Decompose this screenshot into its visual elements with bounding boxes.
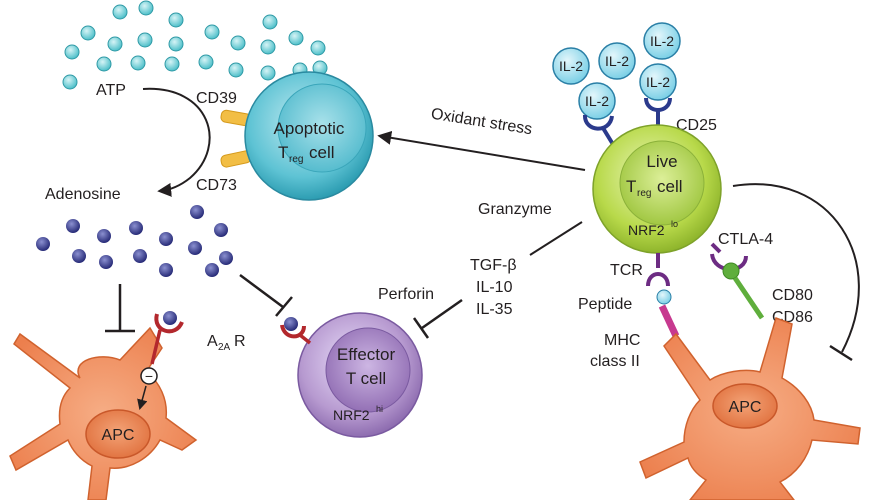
treg-to-apc-inhibit-curve [732,183,860,353]
adenosine-bound-left [163,311,177,325]
effector-line1: Effector [337,345,396,364]
inhibit-circle-icon [140,367,158,385]
live-treg-nrf2: NRF2 [628,222,665,238]
ctla4-label: CTLA-4 [718,231,773,248]
ctla4-stem [710,242,722,254]
apoptotic-treg-sub: reg [289,154,303,165]
il35-label: IL-35 [476,301,513,318]
live-treg-nrf2-sup: lo [671,219,678,229]
a2ar-stem-left [150,329,162,365]
apoptotic-treg-cell: Apoptotic T reg cell [244,71,374,201]
apoptotic-treg-cell-word: cell [309,143,335,162]
oxidant-stress-arrow [377,130,586,171]
adenosine-bound-effector [284,317,298,331]
inhibit-symbol: − [145,368,153,384]
il2-5: IL-2 [646,74,670,90]
il2-1: IL-2 [559,58,583,74]
effector-t-cell: Effector T cell NRF2 hi [297,312,423,438]
il2-4: IL-2 [585,93,609,109]
cd25-label: CD25 [676,117,717,134]
cd80-stem [732,276,765,320]
inhibit-bar-adenosine-effector [275,296,293,317]
peptide-label: Peptide [578,296,632,313]
a2ar-label-r: R [234,333,246,350]
live-treg-line1: Live [646,152,677,171]
apoptotic-treg-line1: Apoptotic [274,119,345,138]
live-treg-cell-word: cell [657,177,683,196]
effector-line2: T cell [346,369,386,388]
apoptotic-treg-t: T [278,143,288,162]
peptide-icon [656,289,672,305]
cd80-ligand-head [722,262,740,280]
apc-left-label: APC [102,427,135,444]
inhibit-line-cytokines-effector [421,298,463,330]
live-treg-cell: Live T reg cell NRF2 lo [592,124,722,254]
cd80-label: CD80 [772,287,813,304]
inhibit-bar-cytokines-effector [412,317,430,339]
a2ar-label-sub: 2A [218,342,231,353]
inhibit-line-adenosine-effector [239,273,284,309]
signal-arrow-left [137,385,148,411]
oxidant-stress-label: Oxidant stress [430,106,534,139]
il2-molecules: IL-2 IL-2 IL-2 IL-2 IL-2 [552,22,681,120]
il2-2: IL-2 [605,53,629,69]
effector-nrf2-sup: hi [376,404,383,414]
live-treg-sub: reg [637,188,651,199]
mhc-label-line2: class II [590,353,640,370]
granzyme-label: Granzyme [478,201,552,218]
apc-right-label: APC [729,399,762,416]
apc-right: APC [639,317,861,500]
atp-to-adenosine-arrow [142,87,211,197]
a2ar-stem-effector [298,333,312,345]
cd39-label: CD39 [196,90,237,107]
treg-to-apc-inhibit-bar [829,344,853,362]
il10-label: IL-10 [476,279,513,296]
tcr-label: TCR [610,262,643,279]
live-treg-t: T [626,177,636,196]
adenosine-label: Adenosine [45,186,121,203]
mhc-class-ii [658,304,680,338]
mhc-label-line1: MHC [604,332,640,349]
a2ar-cup-effector [280,324,306,339]
il2-3: IL-2 [650,33,674,49]
a2ar-cup-left [154,313,184,334]
cd73-label: CD73 [196,177,237,194]
apc-left: APC [9,326,198,500]
effector-nrf2: NRF2 [333,407,370,423]
a2ar-label-a: A [207,333,218,350]
cytokine-line [529,221,583,256]
tcr-cup [646,272,670,287]
atp-label: ATP [96,82,126,99]
adenosine-molecules [36,205,233,277]
tgf-beta-label: TGF-β [470,257,517,274]
perforin-label: Perforin [378,286,434,303]
cd25-receptor-1-cup [583,114,614,131]
